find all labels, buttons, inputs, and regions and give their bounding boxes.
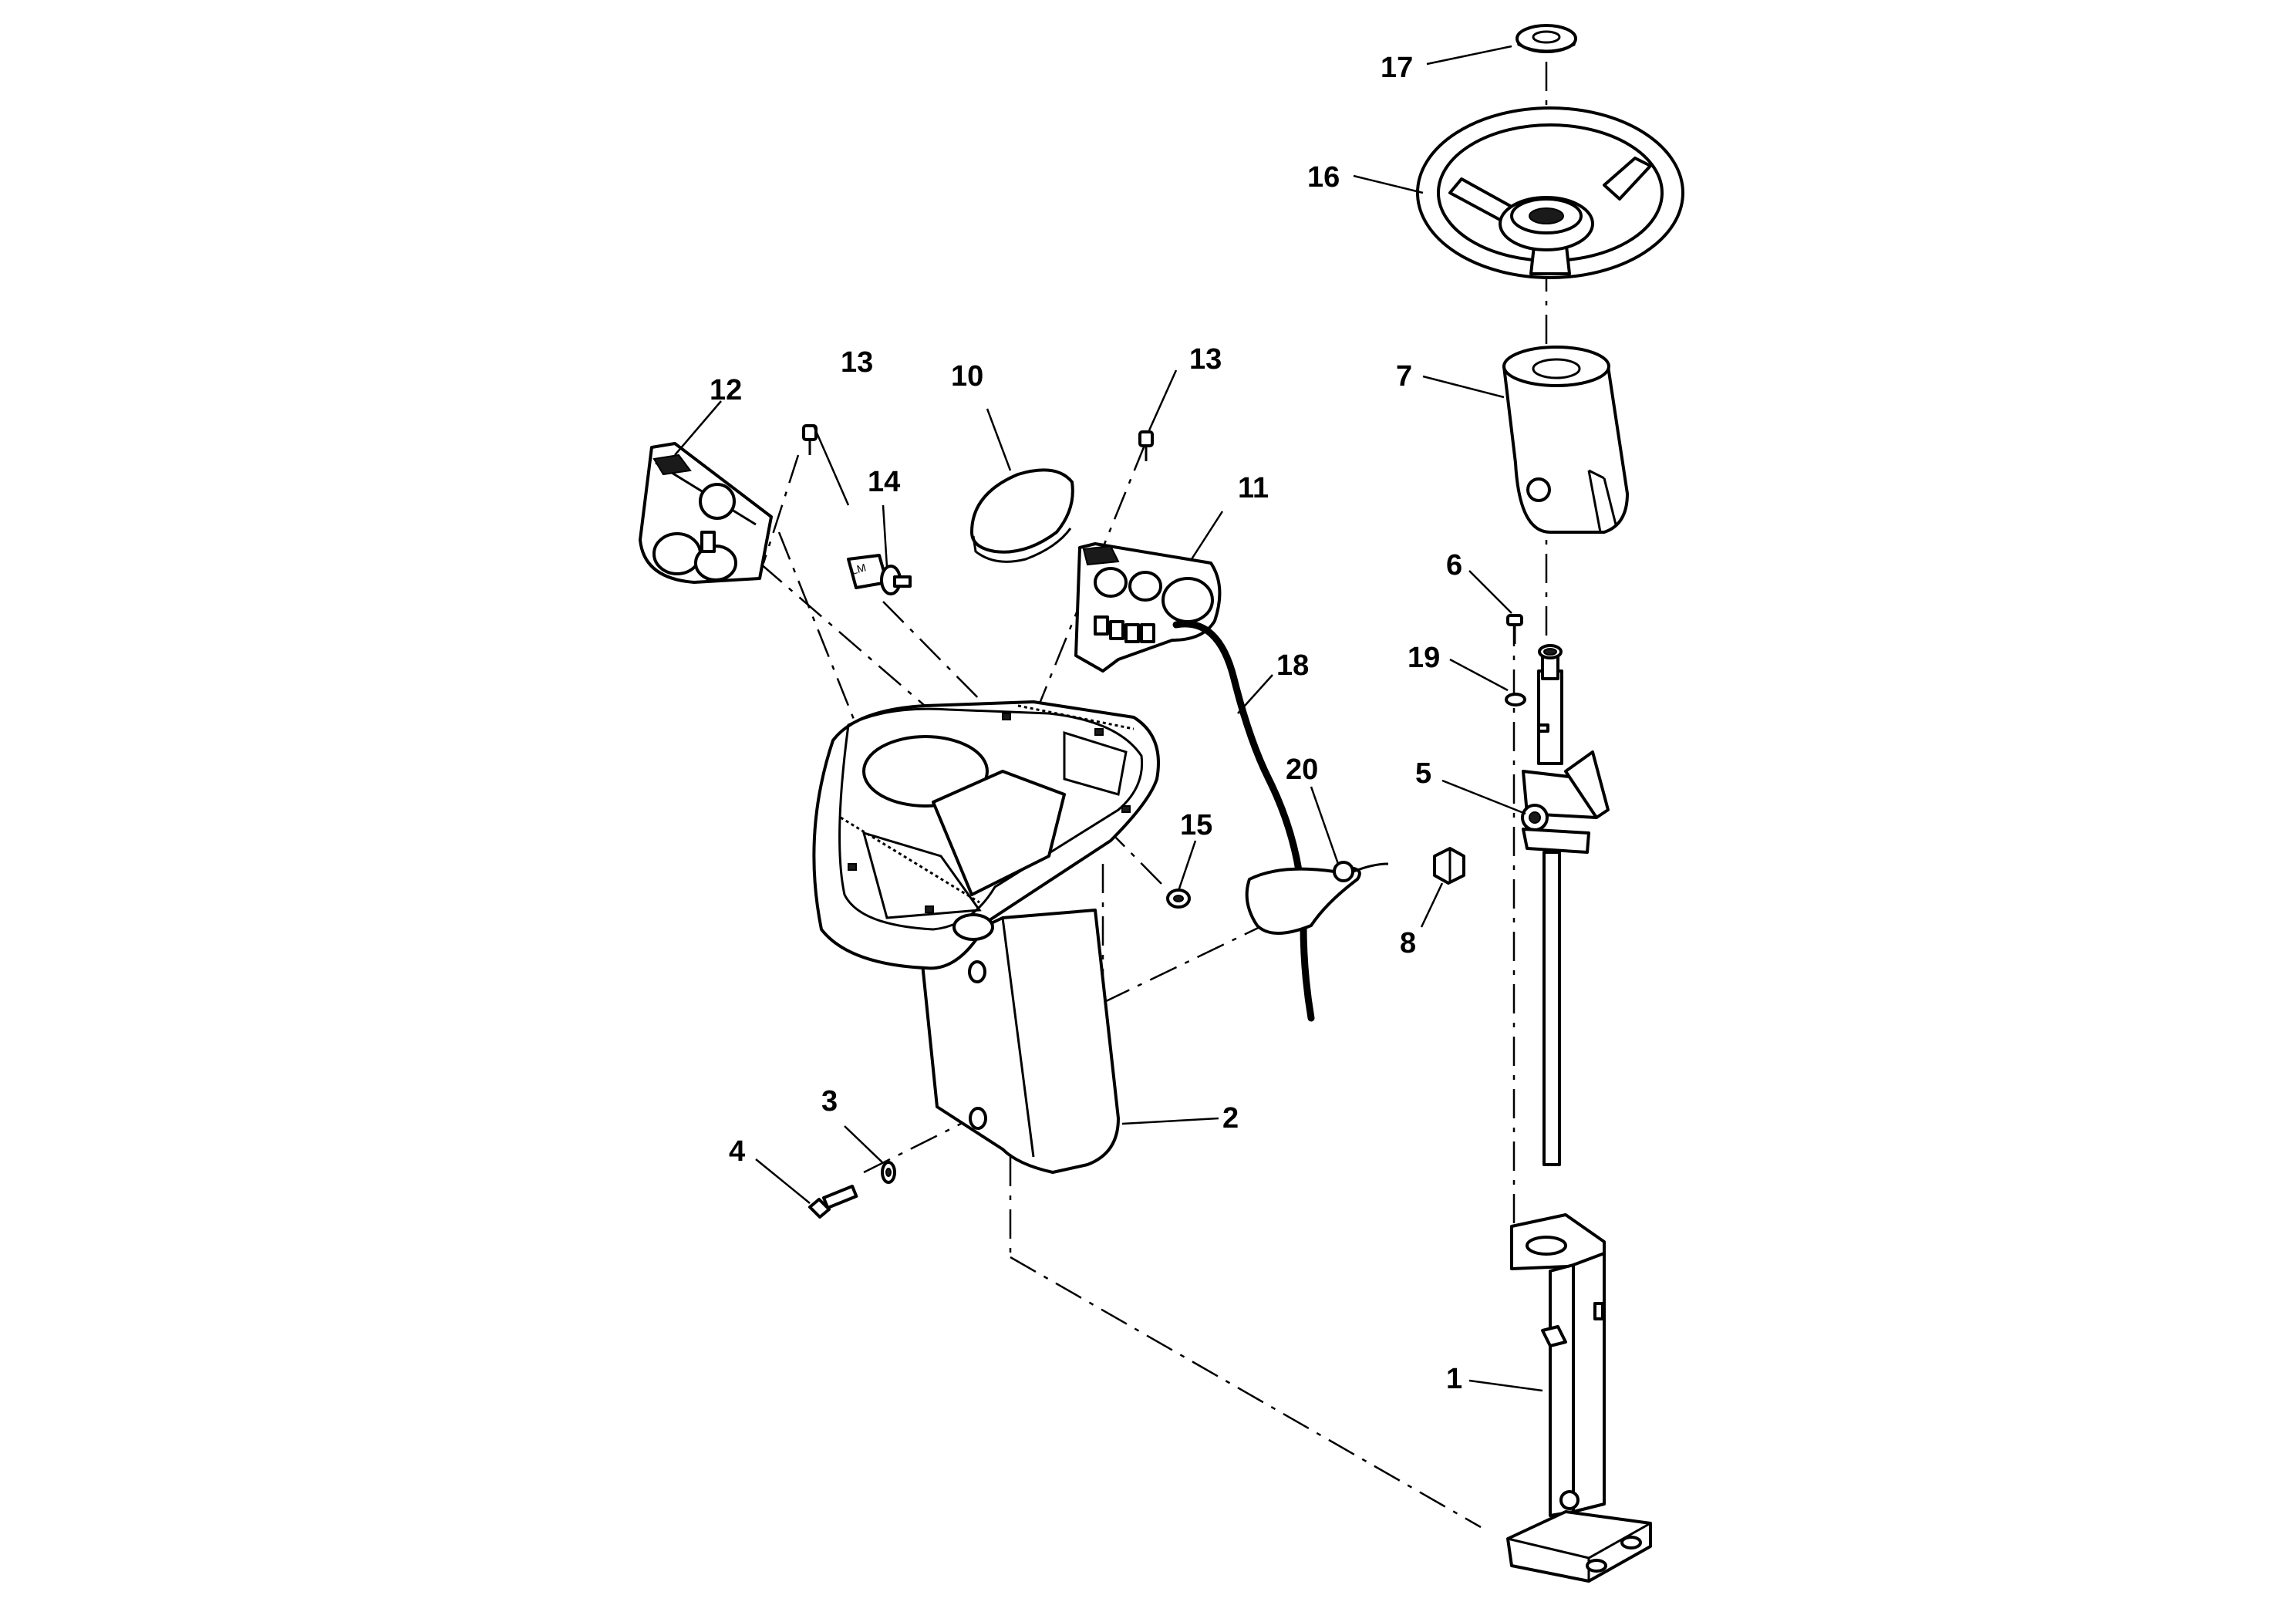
- dash-console: [812, 700, 1160, 1174]
- steering-column-cover: [1502, 346, 1629, 534]
- callout-8: 8: [1400, 927, 1416, 959]
- steering-wheel: [1416, 106, 1684, 279]
- steering-column-bracket: [1506, 1213, 1652, 1583]
- right-instrument-panel: [1074, 542, 1222, 673]
- callout-1: 1: [1446, 1363, 1462, 1395]
- grommet: [1166, 889, 1191, 909]
- washer: [1505, 693, 1526, 706]
- callout-2: 2: [1222, 1102, 1239, 1135]
- callout-13-left: 13: [841, 346, 873, 379]
- plug: [1433, 847, 1465, 885]
- left-instrument-panel: [639, 442, 773, 584]
- panel-screw: [802, 424, 818, 455]
- screw: [1506, 614, 1523, 644]
- callout-15: 15: [1180, 809, 1212, 841]
- callout-3: 3: [821, 1085, 838, 1118]
- callout-17: 17: [1381, 52, 1413, 84]
- callout-6: 6: [1446, 549, 1462, 582]
- callout-16: 16: [1307, 161, 1340, 194]
- console-cover: [970, 468, 1074, 563]
- wire-harness: [1172, 620, 1315, 1022]
- steering-shaft-bearing: [1521, 644, 1610, 1166]
- callout-14: 14: [868, 466, 900, 498]
- panel-screw: [1138, 430, 1154, 461]
- callouts: 17 16 7 6 19 5 8 1 2 3 4 10 11 12 13 13 …: [710, 52, 1462, 1395]
- callout-5: 5: [1415, 757, 1431, 790]
- callout-12: 12: [710, 374, 742, 406]
- callout-11: 11: [1238, 472, 1269, 504]
- callout-13-right: 13: [1189, 343, 1222, 376]
- callout-20: 20: [1286, 754, 1318, 786]
- callout-4: 4: [729, 1135, 745, 1168]
- svg-text:LM: LM: [850, 561, 868, 576]
- callout-19: 19: [1408, 642, 1440, 674]
- callout-7: 7: [1396, 360, 1412, 393]
- callout-18: 18: [1276, 649, 1309, 682]
- ignition-switch: LM: [847, 554, 912, 595]
- washer: [881, 1161, 896, 1184]
- bolt: [808, 1185, 858, 1219]
- leader-lines: [674, 45, 1543, 1392]
- steering-wheel-cap: [1515, 24, 1577, 53]
- boot: [1245, 861, 1389, 935]
- callout-10: 10: [951, 360, 983, 393]
